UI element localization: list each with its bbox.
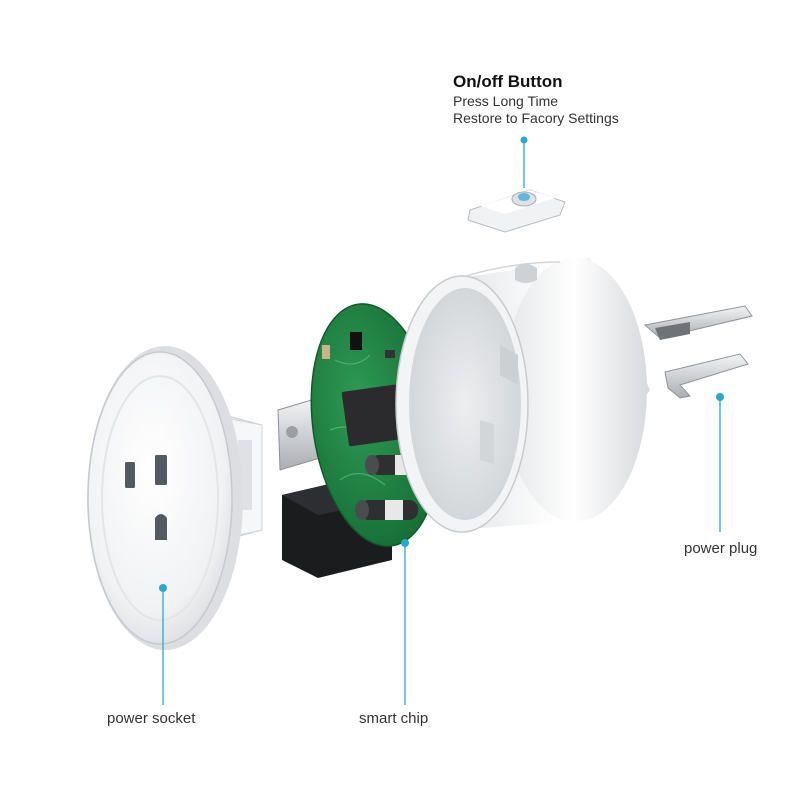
button-callout-line2: Restore to Facory Settings	[453, 110, 619, 126]
chip-leader-dot	[401, 539, 409, 547]
socket-faceplate-icon	[87, 346, 263, 650]
socket-leader-dot	[159, 584, 167, 592]
callout-dots	[159, 136, 724, 592]
power-socket-label: power socket	[107, 710, 196, 727]
button-callout-title: On/off Button	[453, 72, 563, 91]
plug-prongs-icon	[643, 305, 753, 399]
smart-chip-label: smart chip	[359, 710, 429, 727]
button-leader-dot	[520, 136, 528, 144]
housing-cylinder-icon	[395, 258, 650, 533]
button-callout-line1: Press Long Time	[453, 93, 559, 109]
callout-lines	[162, 140, 721, 705]
button-part-icon	[467, 189, 566, 233]
plug-leader-dot	[716, 393, 724, 401]
power-plug-label: power plug	[684, 540, 758, 557]
